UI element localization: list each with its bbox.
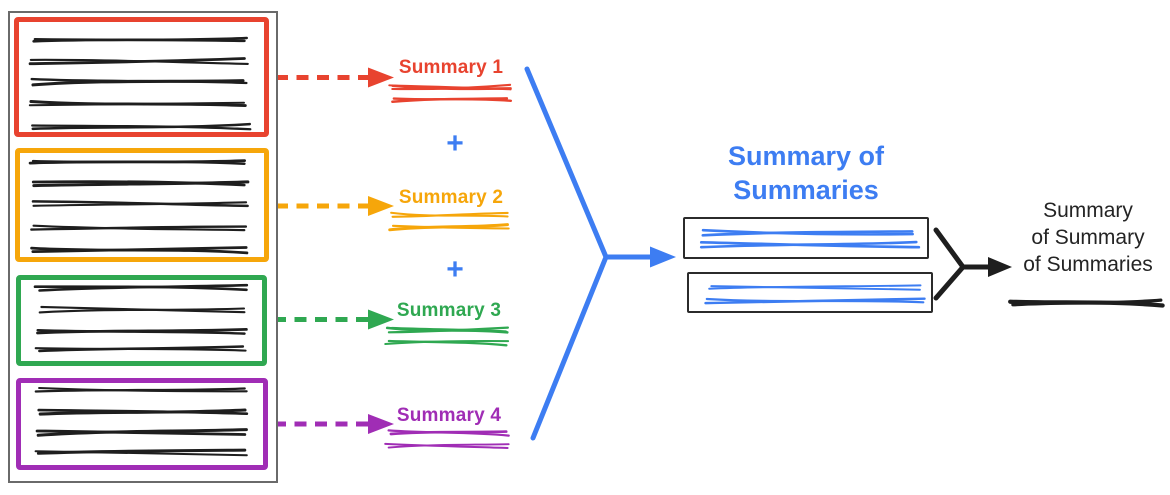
scribble-stroke (388, 223, 510, 232)
scribble-stroke (31, 180, 250, 188)
scribble-stroke (38, 305, 246, 314)
purple-dashed-arrow (274, 414, 394, 434)
document-text-line (37, 304, 247, 316)
scribble-stroke (699, 240, 921, 249)
document-text-line (34, 343, 247, 355)
merged-summary-text-line (699, 239, 921, 250)
scribble-stroke (33, 283, 249, 292)
scribble-stroke (30, 77, 248, 87)
final-line: Summary (1043, 199, 1133, 222)
document-text-line (29, 244, 249, 256)
scribble-stroke (28, 100, 247, 108)
title-line: Summaries (733, 175, 879, 205)
summary-3-scribble (385, 325, 509, 336)
document-text-line (33, 282, 249, 294)
document-1-box (14, 17, 269, 137)
scribble-stroke (708, 284, 922, 291)
document-text-line (30, 76, 248, 88)
final-line: of Summary (1031, 226, 1145, 249)
document-text-line (34, 446, 248, 459)
document-text-line (28, 98, 248, 110)
summary-1-label: Summary 1 (398, 57, 504, 78)
scribble-stroke (390, 211, 509, 218)
document-text-line (30, 222, 248, 234)
document-text-line (35, 325, 249, 337)
scribble-stroke (34, 448, 248, 457)
red-dashed-arrow (276, 67, 394, 88)
summary-4-scribble (384, 441, 510, 451)
final-line: of Summaries (1023, 253, 1153, 276)
scribble-stroke (32, 36, 248, 43)
scribble-stroke (701, 228, 914, 237)
scribble-stroke (37, 408, 249, 416)
scribble-stroke (31, 200, 249, 208)
summary-2-scribble (390, 211, 512, 220)
scribble-stroke (35, 428, 248, 437)
summary-4-label: Summary 4 (396, 405, 502, 426)
orange-dashed-arrow (276, 196, 394, 216)
document-text-line (29, 198, 251, 210)
plus-sign: + (446, 253, 464, 286)
final-summary-title: Summary of Summary of Summaries (1012, 197, 1164, 278)
document-2-box (15, 148, 269, 262)
scribble-stroke (34, 345, 247, 353)
document-3-box (16, 275, 267, 366)
scribble-stroke (30, 246, 249, 255)
scribble-stroke (34, 386, 248, 393)
document-text-line (28, 55, 249, 67)
summary-of-summaries-title: Summary of Summaries (694, 139, 918, 207)
source-documents-panel (8, 11, 278, 483)
green-dashed-arrow (274, 309, 394, 330)
document-text-line (31, 177, 250, 189)
black-merge-arrow (933, 227, 1012, 301)
scribble-stroke (28, 57, 249, 66)
merged-summary-text-line (703, 296, 927, 306)
scribble-stroke (387, 429, 510, 437)
summary-3-scribble (384, 338, 510, 348)
scribble-stroke (28, 159, 246, 165)
document-text-line (30, 121, 252, 133)
summary-3-label: Summary 3 (396, 300, 502, 321)
summary-1-scribble (388, 82, 512, 93)
document-4-box (16, 378, 268, 470)
scribble-stroke (1008, 298, 1165, 308)
blue-merge-arrow (524, 66, 676, 441)
document-text-line (34, 384, 248, 396)
merged-summary-box-1 (683, 217, 929, 259)
scribble-stroke (391, 97, 513, 104)
scribble-stroke (384, 339, 510, 347)
scribble-stroke (385, 326, 509, 334)
document-text-line (35, 426, 249, 439)
document-text-line (28, 156, 249, 168)
scribble-stroke (30, 224, 248, 232)
summary-2-scribble (388, 223, 512, 232)
scribble-stroke (704, 297, 926, 305)
summary-2-label: Summary 2 (398, 187, 504, 208)
scribble-stroke (384, 442, 510, 449)
document-text-line (30, 34, 248, 46)
merged-summary-text-line (708, 282, 922, 292)
final-summary-scribble (1008, 296, 1165, 309)
merged-summary-box-2 (687, 272, 933, 313)
document-text-line (37, 406, 249, 419)
merged-summary-text-line (701, 228, 917, 238)
scribble-stroke (31, 122, 252, 131)
summary-1-scribble (391, 95, 513, 104)
scribble-stroke (388, 83, 512, 91)
plus-sign: + (446, 127, 464, 160)
scribble-stroke (36, 328, 248, 335)
title-line: Summary of (727, 141, 885, 171)
summary-4-scribble (387, 428, 510, 438)
